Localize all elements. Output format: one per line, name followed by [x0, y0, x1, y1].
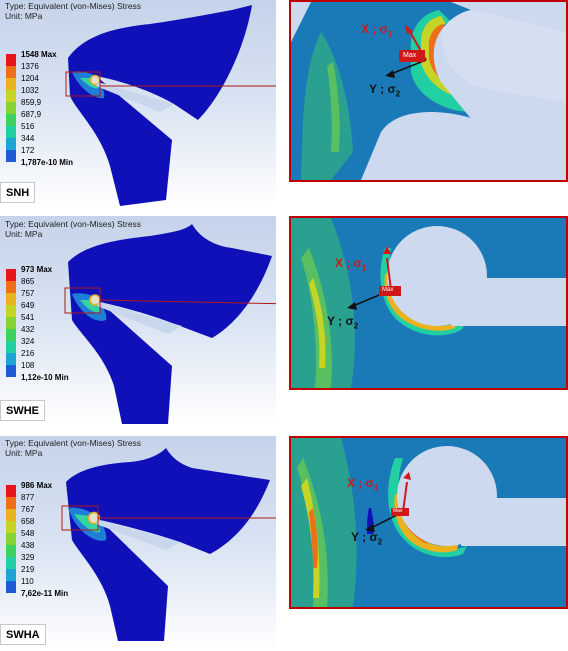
legend-value: 658	[21, 517, 35, 526]
legend-swatch	[6, 66, 16, 78]
max-tag: Max	[393, 508, 403, 514]
legend-value: 865	[21, 277, 35, 286]
legend-value: 216	[21, 349, 35, 358]
zoom-render-swhe	[291, 218, 566, 388]
legend-swatch	[6, 545, 16, 557]
legend-swatch	[6, 581, 16, 593]
legend-max-value: 1548 Max	[21, 50, 57, 59]
legend-swatch	[6, 509, 16, 521]
legend-swatch	[6, 126, 16, 138]
fea-view-swhe: Type: Equivalent (von-Mises) Stress Unit…	[0, 216, 276, 424]
zoom-render-snh	[291, 2, 566, 180]
legend-value: 108	[21, 361, 35, 370]
legend-swatch	[6, 114, 16, 126]
legend-swatch	[6, 365, 16, 377]
legend-swatch	[6, 533, 16, 545]
legend-swatch	[6, 497, 16, 509]
legend-swatch	[6, 102, 16, 114]
legend-max-value: 986 Max	[21, 481, 53, 490]
legend-value: 687,9	[21, 110, 42, 119]
fea-view-swha: Type: Equivalent (von-Mises) Stress Unit…	[0, 436, 276, 651]
x-sigma1-label: X ; σ1	[335, 256, 367, 273]
legend-min-value: 1,12e-10 Min	[21, 373, 69, 382]
legend-swatch	[6, 353, 16, 365]
zoom-view-swha: Max X ; σ1 Y ; σ2	[289, 436, 568, 609]
legend-swatch	[6, 341, 16, 353]
model-label-swhe: SWHE	[0, 400, 45, 421]
legend-value: 329	[21, 553, 35, 562]
y-sigma2-label: Y ; σ2	[327, 314, 359, 331]
model-render-swha	[61, 448, 276, 641]
legend-value: 1204	[21, 74, 39, 83]
model-render-snh	[65, 5, 276, 206]
unit-label: Unit: MPa	[5, 229, 43, 239]
x-sigma1-label: X ; σ1	[361, 22, 393, 39]
legend-value: 649	[21, 301, 35, 310]
legend-max-value: 973 Max	[21, 265, 53, 274]
legend-swatch	[6, 293, 16, 305]
legend-swatch	[6, 150, 16, 162]
y-sigma2-label: Y ; σ2	[351, 530, 383, 547]
legend-swatch	[6, 138, 16, 150]
legend-value: 172	[21, 146, 35, 155]
legend-value: 432	[21, 325, 35, 334]
legend-value: 438	[21, 541, 35, 550]
max-tag: Max	[403, 52, 417, 59]
legend-swatch	[6, 317, 16, 329]
legend-swatch	[6, 557, 16, 569]
legend-swatch	[6, 281, 16, 293]
result-type-label: Type: Equivalent (von-Mises) Stress	[5, 219, 142, 229]
panel-swhe: Type: Equivalent (von-Mises) Stress Unit…	[0, 216, 568, 424]
legend-value: 516	[21, 122, 35, 131]
zoom-view-swhe: Max X ; σ1 Y ; σ2	[289, 216, 568, 390]
legend-swatch	[6, 54, 16, 66]
model-label-swha: SWHA	[0, 624, 46, 645]
legend-value: 877	[21, 493, 35, 502]
legend-value: 110	[21, 577, 34, 586]
result-type-label: Type: Equivalent (von-Mises) Stress	[5, 438, 142, 448]
legend-swatch	[6, 569, 16, 581]
legend-value: 859,9	[21, 98, 42, 107]
legend-min-value: 7,62e-11 Min	[21, 589, 69, 598]
legend-value: 219	[21, 565, 35, 574]
legend-swatch	[6, 78, 16, 90]
legend-value: 548	[21, 529, 35, 538]
legend-value: 1376	[21, 62, 39, 71]
legend-swatch	[6, 521, 16, 533]
panel-swha: Type: Equivalent (von-Mises) Stress Unit…	[0, 436, 568, 651]
legend-value: 757	[21, 289, 35, 298]
legend-value: 767	[21, 505, 35, 514]
zoom-render-swha	[291, 438, 566, 607]
max-tag: Max	[382, 287, 394, 293]
zoom-view-snh: Max X ; σ1 Y ; σ2	[289, 0, 568, 182]
legend-value: 1032	[21, 86, 39, 95]
unit-label: Unit: MPa	[5, 448, 43, 458]
y-sigma2-label: Y ; σ2	[369, 82, 401, 99]
legend-swatch	[6, 305, 16, 317]
result-type-label: Type: Equivalent (von-Mises) Stress	[5, 1, 142, 11]
unit-label: Unit: MPa	[5, 11, 43, 21]
legend-value: 324	[21, 337, 35, 346]
fea-view-snh: Type: Equivalent (von-Mises) Stress Unit…	[0, 0, 276, 206]
legend-swatch	[6, 90, 16, 102]
x-sigma1-label: X ; σ1	[347, 476, 379, 493]
legend-swatch	[6, 269, 16, 281]
model-label-snh: SNH	[0, 182, 36, 203]
legend-swatch	[6, 329, 16, 341]
legend-value: 344	[21, 134, 35, 143]
legend-value: 541	[21, 313, 35, 322]
panel-snh: Type: Equivalent (von-Mises) Stress Unit…	[0, 0, 568, 206]
legend-min-value: 1,787e-10 Min	[21, 158, 74, 167]
legend-swatch	[6, 485, 16, 497]
model-render-swhe	[64, 224, 276, 424]
